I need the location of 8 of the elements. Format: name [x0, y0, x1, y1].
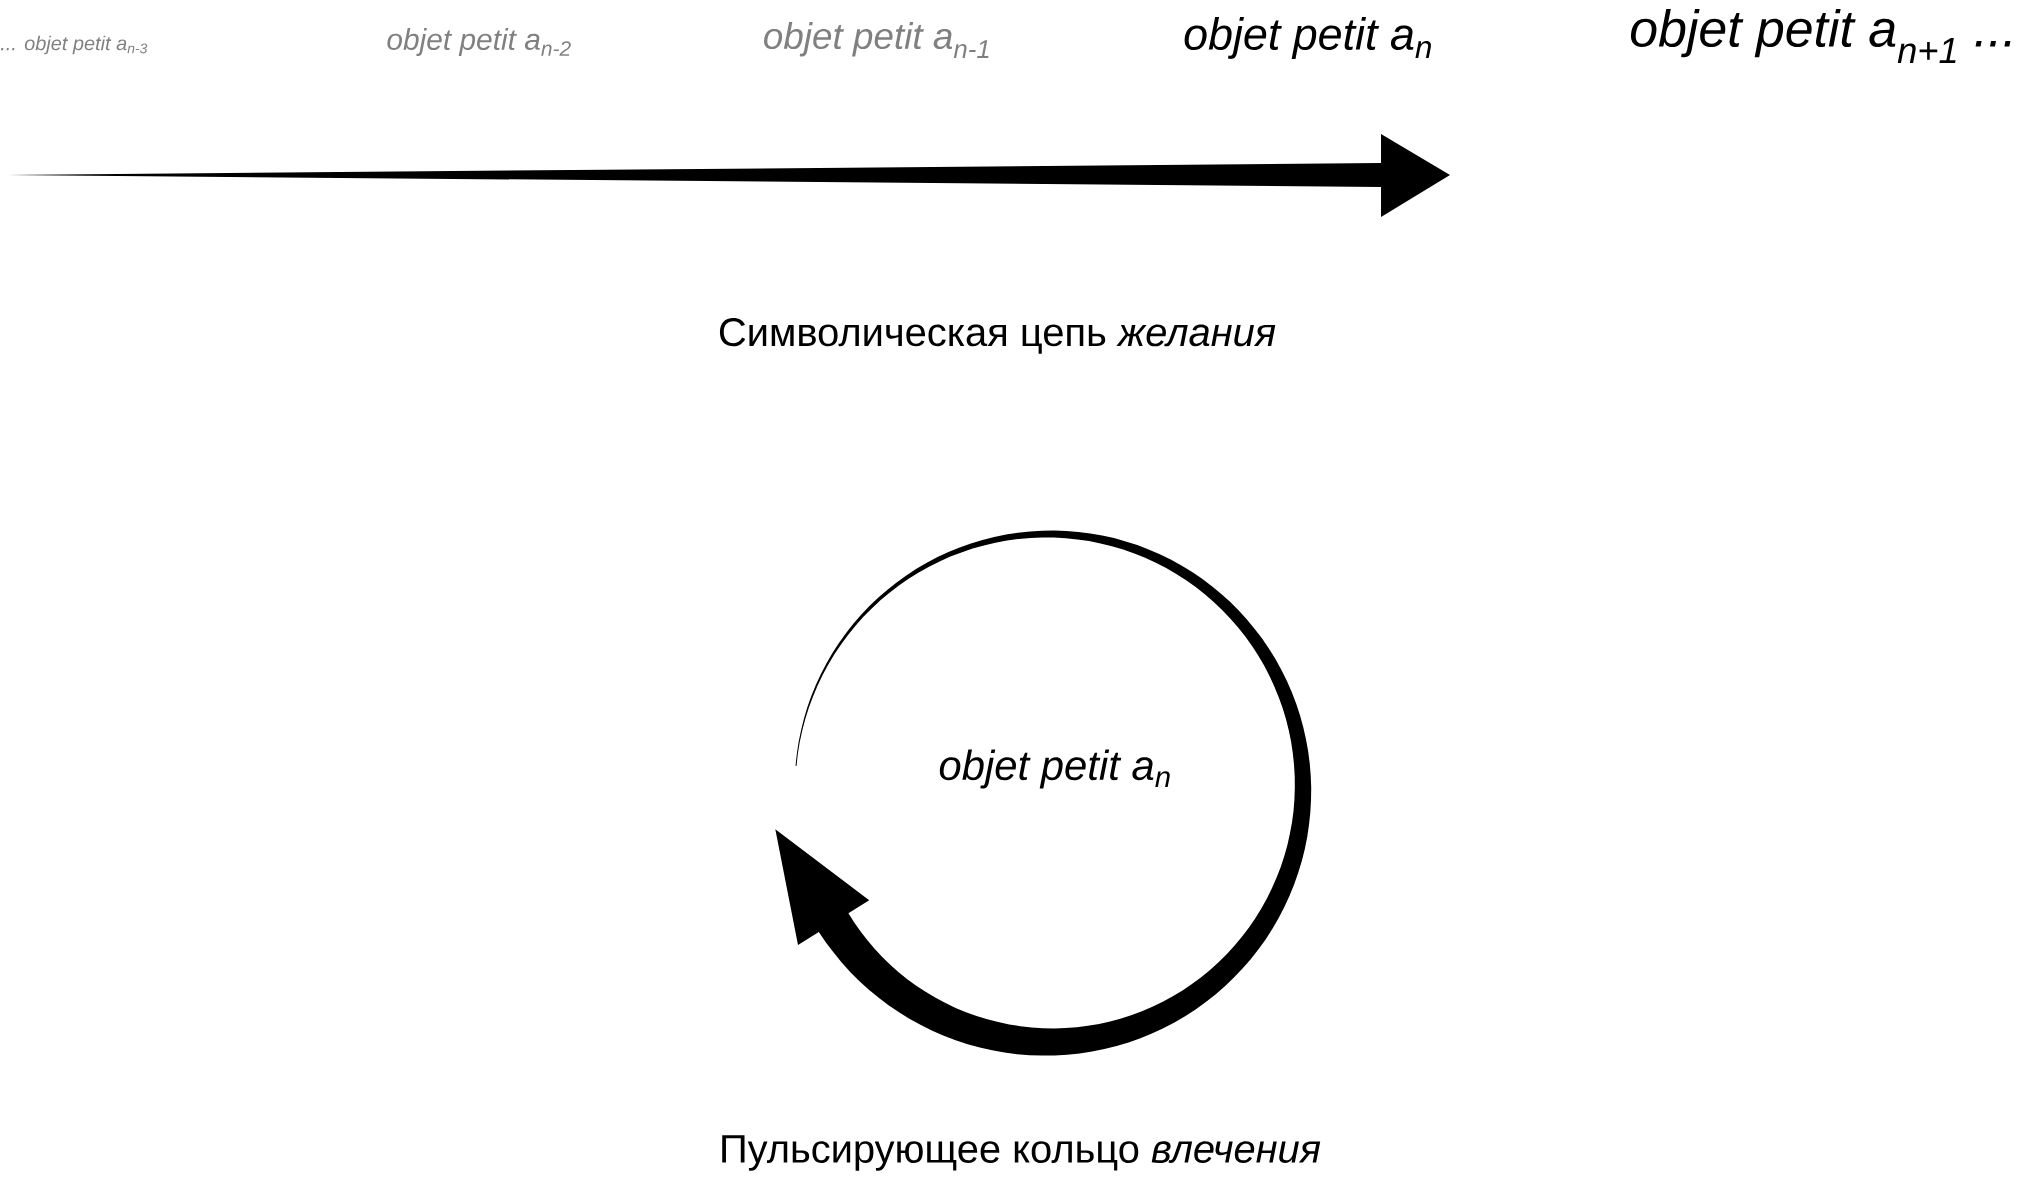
- object-label: objet petit a$_{n}$: [1184, 17, 1431, 59]
- object-label: objet petit a$_{n-2}$: [387, 28, 571, 56]
- object-label: objet petit a$_{n}$: [939, 749, 1170, 789]
- object-label: objet petit a$_{n-1}$: [764, 22, 989, 58]
- object-label: objet petit a$_{n+1}$ ...: [1631, 9, 2011, 63]
- object-label: ... objet petit a$_{n-3}$: [1, 35, 148, 55]
- caption: Пульсирующее кольцо влечения: [722, 1135, 1321, 1171]
- caption: Символическая цепь желания: [719, 318, 1276, 354]
